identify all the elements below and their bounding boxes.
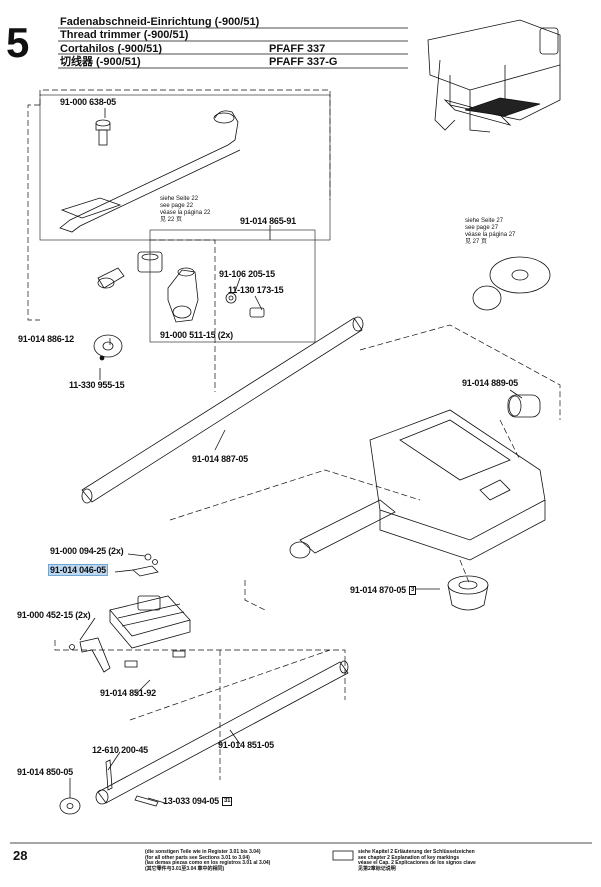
model-pfaff-337g: PFAFF 337-G xyxy=(269,56,338,68)
footer-line: siehe Kapitel 2 Erläuterung der Schlüsse… xyxy=(358,849,475,855)
title-german: Fadenabschneid-Einrichtung (-900/51) xyxy=(60,16,260,28)
footer-line: (其它零件与3.01至3.04 章中的相同) xyxy=(145,865,225,872)
page-number: 28 xyxy=(13,848,28,863)
footer-note-key-markings: siehe Kapitel 2 Erläuterung der Schlüsse… xyxy=(358,849,476,872)
part-label-11-130-173-15: 11-130 173-15 xyxy=(228,285,284,295)
part-label-91-014-851-92: 91-014 851-92 xyxy=(100,688,156,698)
part-label-91-106-205-15: 91-106 205-15 xyxy=(219,269,275,279)
part-label-91-014-886-12: 91-014 886-12 xyxy=(18,334,74,344)
title-chinese: 切线器 (-900/51) xyxy=(60,56,141,68)
footer-line: (las demas piezas como en los registros … xyxy=(145,860,271,866)
title-spanish: Cortahilos (-900/51) xyxy=(60,43,163,55)
part-label-91-000-511-15: 91-000 511-15 (2x) xyxy=(160,330,233,340)
note-line: 见 27 页 xyxy=(465,239,488,245)
note-see-page-22: siehe Seite 22 see page 22 véase la pági… xyxy=(160,196,210,224)
key-mark-box: 3 xyxy=(408,586,417,596)
part-label-91-014-887-05: 91-014 887-05 xyxy=(192,454,248,464)
footer-line: véase el Cap. 2 Explicaciones de los sig… xyxy=(358,860,476,866)
part-label-91-014-851-05: 91-014 851-05 xyxy=(218,740,274,750)
key-mark-box: 31 xyxy=(221,797,233,807)
footer-note-other-parts: (die sonstigen Teile wie in Register 3.0… xyxy=(145,849,271,872)
title-english: Thread trimmer (-900/51) xyxy=(60,29,189,41)
part-label-91-000-094-25: 91-000 094-25 (2x) xyxy=(50,546,124,556)
part-number-text: 13-033 094-05 xyxy=(163,796,219,806)
part-label-91-000-638-05: 91-000 638-05 xyxy=(60,97,116,107)
note-see-page-27: siehe Seite 27 see page 27 véase la pági… xyxy=(465,218,515,246)
note-line: siehe Seite 22 xyxy=(160,196,199,202)
part-label-91-014-865-91: 91-014 865-91 xyxy=(240,216,296,226)
footer-line: 见第2章标记说明 xyxy=(358,865,396,872)
footer-line: (die sonstigen Teile wie in Register 3.0… xyxy=(145,849,261,855)
footer-line: (for all other parts see Sections 3.01 t… xyxy=(145,854,250,861)
part-label-11-330-955-15: 11-330 955-15 xyxy=(69,380,125,390)
note-line: véase la página 27 xyxy=(465,232,516,238)
note-line: see page 27 xyxy=(465,225,499,231)
part-label-91-014-046-05[interactable]: 91-014 046-05 xyxy=(48,564,108,576)
part-label-91-014-889-05: 91-014 889-05 xyxy=(462,378,518,388)
note-line: see page 22 xyxy=(160,203,194,209)
part-label-12-610-200-45: 12-610 200-45 xyxy=(92,745,148,755)
part-number-text: 91-014 870-05 xyxy=(350,585,406,595)
part-label-91-014-850-05: 91-014 850-05 xyxy=(17,767,73,777)
footer-line: see chapter 2 Explanation of key marking… xyxy=(358,854,460,861)
note-line: siehe Seite 27 xyxy=(465,218,504,224)
section-number: 5 xyxy=(6,19,30,66)
note-line: 见 22 页 xyxy=(160,217,183,223)
model-pfaff-337: PFAFF 337 xyxy=(269,43,326,55)
note-line: véase la página 22 xyxy=(160,210,211,216)
part-label-91-000-452-15: 91-000 452-15 (2x) xyxy=(17,610,91,620)
